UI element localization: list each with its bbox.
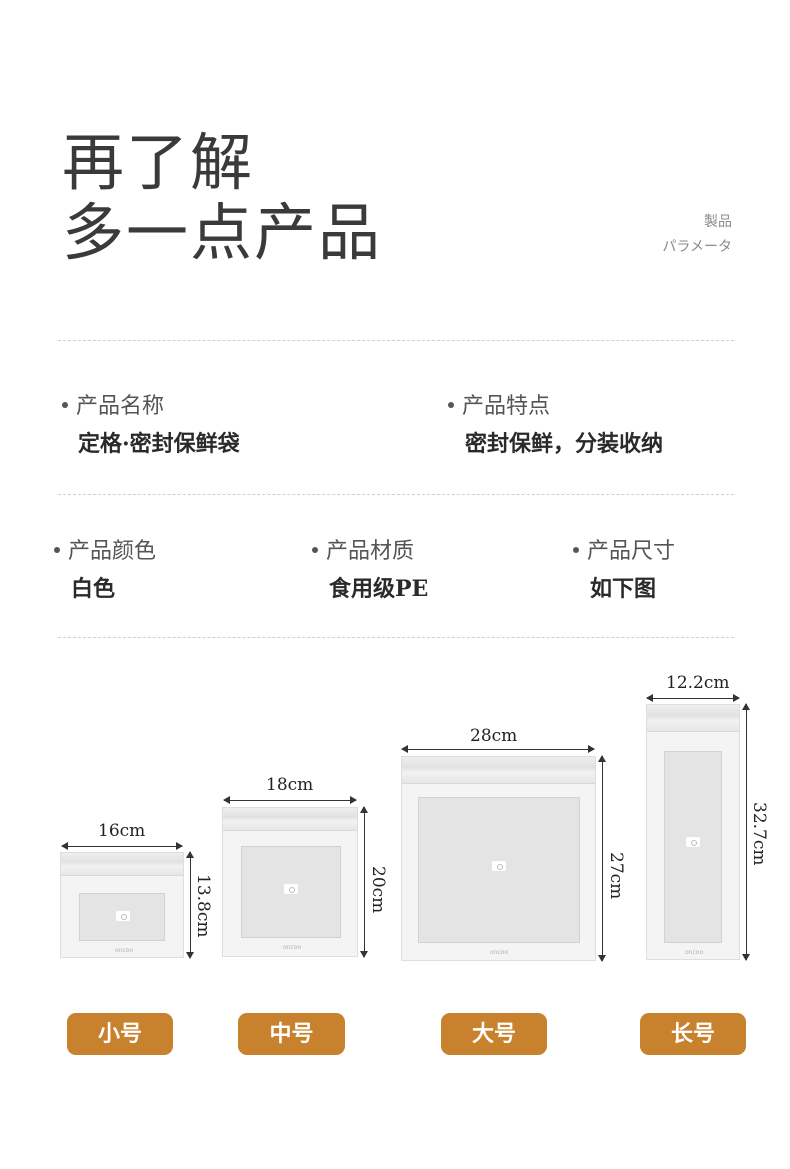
bag-large-width-arrow xyxy=(401,745,595,753)
bag-medium-height-arrow xyxy=(360,806,368,958)
spec-size-label: 产品尺寸 xyxy=(573,533,675,565)
page-title-line1: 再了解 xyxy=(62,126,255,199)
brand-mark: oncoo xyxy=(685,949,704,956)
bag-long-width-label: 12.2cm xyxy=(666,673,730,693)
bullet-dot-icon xyxy=(312,547,318,553)
bag-large-image: oncoo xyxy=(401,756,596,961)
bag-large-width-label: 28cm xyxy=(470,726,518,746)
page-title-line2: 多一点产品 xyxy=(62,196,383,269)
bullet-dot-icon xyxy=(62,402,68,408)
camera-logo-icon xyxy=(492,861,506,871)
bag-small-width-arrow xyxy=(61,842,183,850)
divider xyxy=(58,340,734,341)
bag-large-height-label: 27cm xyxy=(606,852,626,900)
divider xyxy=(58,637,734,638)
spec-material-value: 食用级PE xyxy=(329,576,429,602)
bag-medium-image: oncoo xyxy=(222,807,358,957)
spec-color-value: 白色 xyxy=(71,576,116,602)
size-large-button[interactable]: 大号 xyxy=(441,1013,547,1055)
spec-name-value: 定格·密封保鲜袋 xyxy=(78,431,240,457)
camera-logo-icon xyxy=(686,837,700,847)
spec-material-label: 产品材质 xyxy=(312,533,414,565)
bag-long-height-label: 32.7cm xyxy=(749,802,769,866)
size-small-button[interactable]: 小号 xyxy=(67,1013,173,1055)
brand-mark: oncoo xyxy=(115,947,134,954)
brand-mark: oncoo xyxy=(490,949,509,956)
bag-medium-width-label: 18cm xyxy=(266,775,314,795)
bag-small-height-arrow xyxy=(186,851,194,959)
bag-long-width-arrow xyxy=(646,694,740,702)
brand-mark: oncoo xyxy=(283,944,302,951)
side-label-line1: 製品 xyxy=(704,214,732,230)
spec-color-label: 产品颜色 xyxy=(54,533,156,565)
bullet-dot-icon xyxy=(448,402,454,408)
spec-feature-label: 产品特点 xyxy=(448,388,550,420)
camera-logo-icon xyxy=(116,911,130,921)
size-long-button[interactable]: 长号 xyxy=(640,1013,746,1055)
spec-size-value: 如下图 xyxy=(590,576,657,602)
bag-small-image: oncoo xyxy=(60,852,184,958)
bag-small-height-label: 13.8cm xyxy=(193,874,213,938)
size-medium-button[interactable]: 中号 xyxy=(238,1013,345,1055)
bag-medium-width-arrow xyxy=(223,796,357,804)
bullet-dot-icon xyxy=(573,547,579,553)
bullet-dot-icon xyxy=(54,547,60,553)
side-label-line2: パラメータ xyxy=(662,239,732,255)
bag-long-image: oncoo xyxy=(646,704,740,960)
bag-large-height-arrow xyxy=(598,755,606,962)
divider xyxy=(58,494,734,495)
camera-logo-icon xyxy=(284,884,298,894)
spec-name-label: 产品名称 xyxy=(62,388,164,420)
bag-small-width-label: 16cm xyxy=(98,821,146,841)
bag-medium-height-label: 20cm xyxy=(368,866,388,914)
bag-long-height-arrow xyxy=(742,703,750,961)
spec-feature-value: 密封保鲜，分装收纳 xyxy=(465,431,664,457)
